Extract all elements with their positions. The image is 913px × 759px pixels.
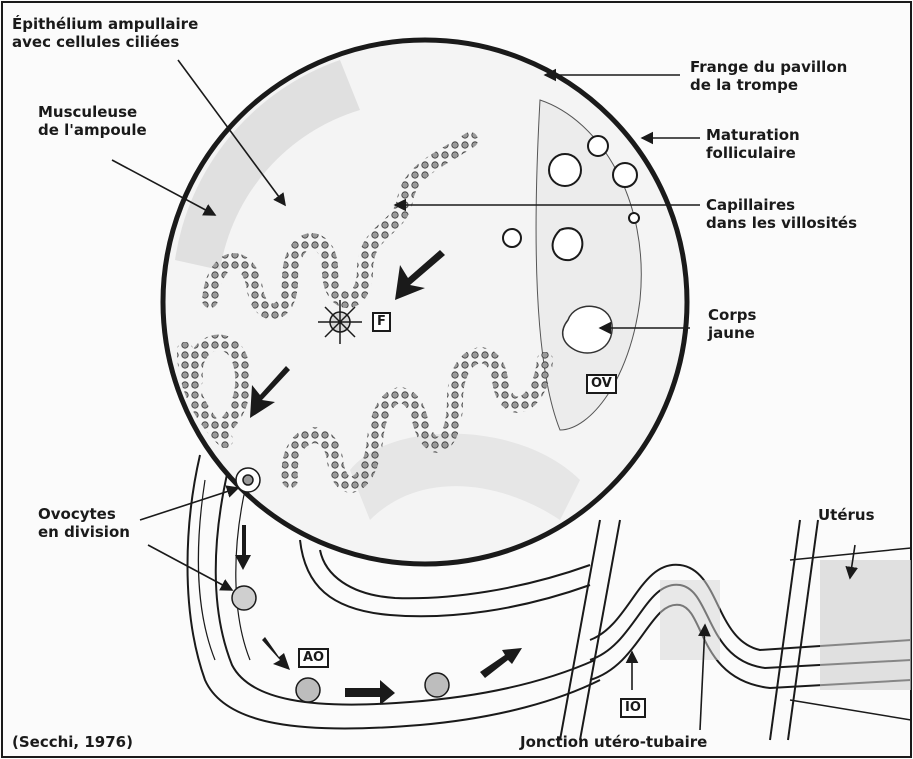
uterus-wall-texture [820,560,911,690]
label-musculeuse-line1: Musculeuse [38,103,147,121]
label-maturation-line2: folliculaire [706,144,800,162]
box-f: F [372,312,391,332]
label-capillaires-line2: dans les villosités [706,214,857,232]
label-capillaires: Capillaires dans les villosités [706,196,857,232]
label-jonction: Jonction utéro-tubaire [520,733,707,751]
label-maturation: Maturation folliculaire [706,126,800,162]
label-ovocytes-line1: Ovocytes [38,505,130,523]
label-corps-jaune-line1: Corps [708,306,756,324]
label-uterus: Utérus [818,506,875,524]
box-ov: OV [586,374,617,394]
label-epithelium: Épithélium ampullaire avec cellules cili… [12,15,198,51]
label-corps-jaune: Corps jaune [708,306,756,342]
box-io: IO [620,698,646,718]
box-ao: AO [298,648,329,668]
label-corps-jaune-line2: jaune [708,324,756,342]
label-epithelium-line2: avec cellules ciliées [12,33,198,51]
label-maturation-line1: Maturation [706,126,800,144]
label-frange-line2: de la trompe [690,76,847,94]
label-ovocytes-line2: en division [38,523,130,541]
label-frange: Frange du pavillon de la trompe [690,58,847,94]
label-citation: (Secchi, 1976) [12,733,133,751]
label-frange-line1: Frange du pavillon [690,58,847,76]
label-musculeuse-line2: de l'ampoule [38,121,147,139]
label-ovocytes: Ovocytes en division [38,505,130,541]
label-musculeuse: Musculeuse de l'ampoule [38,103,147,139]
junction-texture [660,580,720,660]
label-epithelium-line1: Épithélium ampullaire [12,15,198,33]
label-capillaires-line1: Capillaires [706,196,857,214]
